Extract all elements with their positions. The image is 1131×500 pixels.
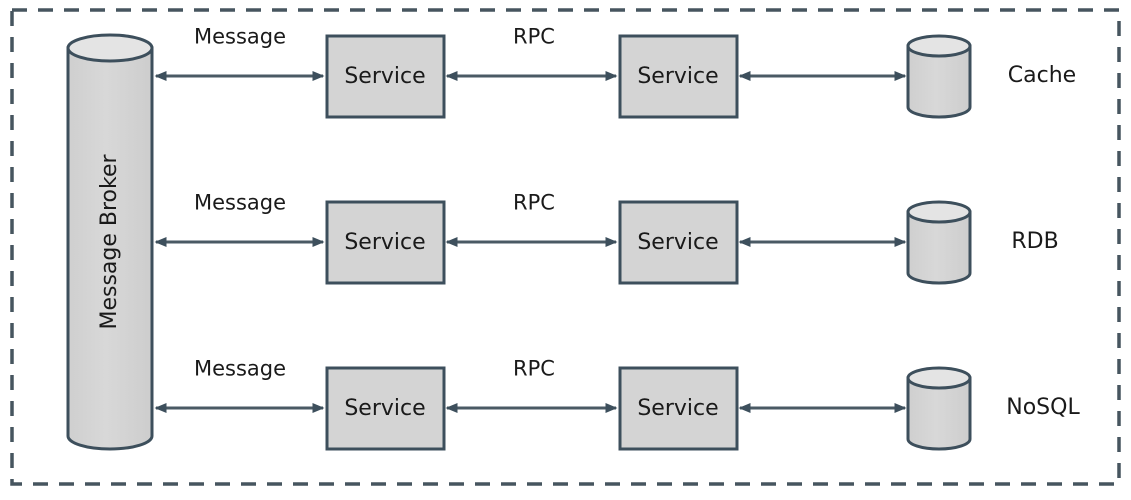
service-label-2a: Service bbox=[344, 230, 426, 255]
row-rdb-connectors bbox=[154, 200, 972, 285]
row-cache-connectors bbox=[154, 34, 972, 119]
row-nosql-connectors bbox=[154, 366, 972, 451]
service-box-3a bbox=[325, 366, 446, 451]
service-label-2b: Service bbox=[637, 230, 719, 255]
service-label-3a: Service bbox=[344, 396, 426, 421]
edge-label-message-3: Message bbox=[193, 356, 287, 381]
store-cylinder-rdb bbox=[906, 200, 972, 285]
message-broker-cylinder bbox=[66, 33, 154, 451]
edge-label-rpc-2: RPC bbox=[513, 190, 555, 215]
store-cylinder-nosql bbox=[906, 366, 972, 451]
store-cylinder-cache bbox=[906, 34, 972, 119]
store-label-cache: Cache bbox=[1007, 63, 1077, 88]
service-label-1b: Service bbox=[637, 64, 719, 89]
service-label-1a: Service bbox=[344, 64, 426, 89]
service-label-3b: Service bbox=[637, 396, 719, 421]
store-label-rdb: RDB bbox=[1011, 229, 1059, 254]
service-box-1b bbox=[618, 34, 739, 119]
edge-label-rpc-1: RPC bbox=[513, 24, 555, 49]
service-box-2b bbox=[618, 200, 739, 285]
boundary-dashed-rect bbox=[10, 8, 1121, 486]
edge-label-message-2: Message bbox=[193, 190, 287, 215]
message-broker-label: Message Broker bbox=[97, 154, 122, 330]
service-box-1a bbox=[325, 34, 446, 119]
service-box-2a bbox=[325, 200, 446, 285]
store-label-nosql: NoSQL bbox=[1006, 395, 1080, 420]
edge-label-rpc-3: RPC bbox=[513, 356, 555, 381]
edge-label-message-1: Message bbox=[193, 24, 287, 49]
service-box-3b bbox=[618, 366, 739, 451]
